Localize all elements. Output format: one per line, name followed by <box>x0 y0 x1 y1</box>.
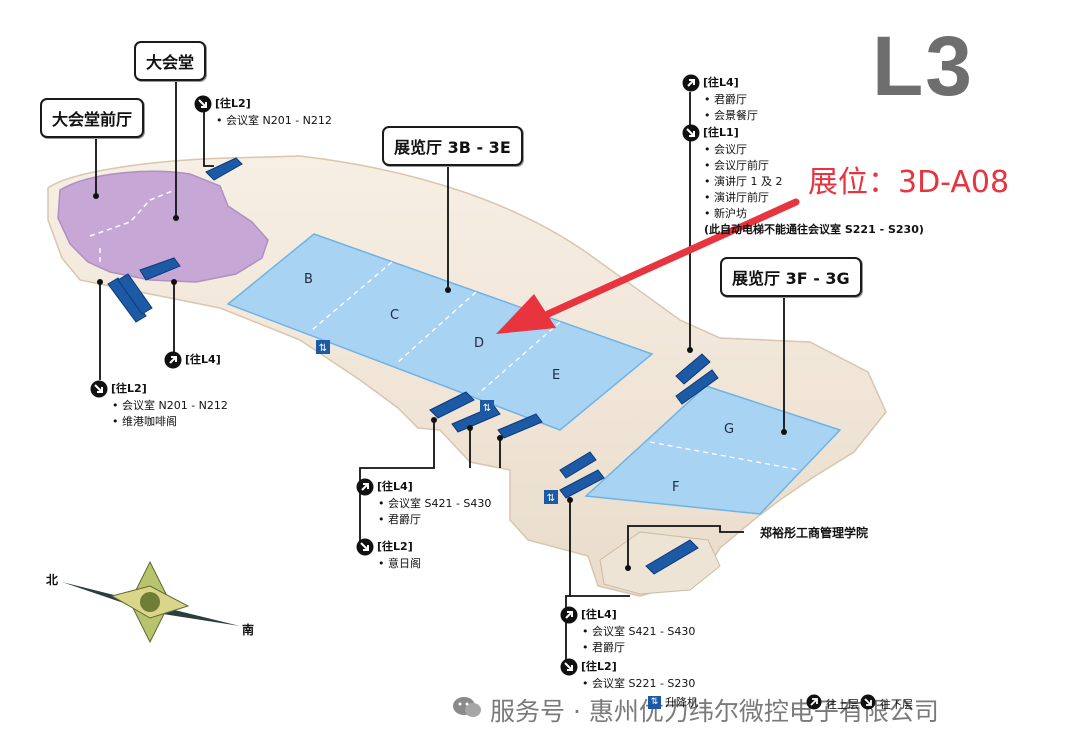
legend-lift: ⇅ 升降机 <box>648 694 698 710</box>
legend-up-label: 往上层 <box>826 697 859 711</box>
info-item: 演讲厅 1 及 2 <box>714 175 783 188</box>
foyer-divider <box>89 189 176 237</box>
info-heading: [往L4] <box>377 480 413 493</box>
info-item: 君爵厅 <box>388 513 421 526</box>
info-item: 会议室 S421 - S430 <box>388 497 492 510</box>
info-note: (此自动电梯不能通往会议室 S221 - S230) <box>704 223 924 236</box>
up-arrow-icon <box>164 351 182 369</box>
info-heading: [往L2] <box>111 382 147 395</box>
info-item: 新沪坊 <box>714 207 747 220</box>
info-item: 君爵厅 <box>714 93 747 106</box>
legend-up: 往上层 <box>806 694 859 713</box>
info-heading: [往L2] <box>215 97 251 110</box>
legend-down: 往下层 <box>860 694 913 713</box>
hall-3b-3e-dividers <box>311 261 561 395</box>
hall-letter-g: G <box>724 422 735 437</box>
info-bottom-l2: [往L2] • 会议室 S221 - S230 <box>560 658 695 692</box>
down-arrow-icon <box>194 95 212 113</box>
booth-arrow-shaft <box>544 198 800 318</box>
grand-hall-label: 大会堂 <box>134 41 207 81</box>
hall-letter-c: C <box>390 308 400 323</box>
info-heading: [往L2] <box>581 660 617 673</box>
info-item: 会议厅前厅 <box>714 159 769 172</box>
hall-letter-e: E <box>552 368 561 383</box>
info-item: 会景餐厅 <box>714 109 758 122</box>
info-right-l4: [往L4] • 君爵厅 • 会景餐厅 <box>682 74 758 124</box>
info-top-left: [往L2] • 会议室 N201 - N212 <box>194 95 332 129</box>
info-bottom-l4: [往L4] • 会议室 S421 - S430 • 君爵厅 <box>560 606 695 656</box>
down-arrow-icon <box>682 124 700 142</box>
info-item: 意日阁 <box>388 557 421 570</box>
leader-lines <box>95 76 785 666</box>
hall-3f-3g-divider <box>649 441 801 471</box>
booth-arrow-head <box>496 294 556 334</box>
wechat-icon <box>452 695 482 725</box>
up-arrow-icon <box>682 74 700 92</box>
compass-south: 南 <box>242 623 255 637</box>
info-left-l4: [往L4] <box>164 351 221 369</box>
hall-3f-3g-zone <box>584 385 842 515</box>
down-arrow-icon <box>860 694 876 713</box>
info-heading: [往L4] <box>185 353 221 366</box>
down-arrow-icon <box>90 380 108 398</box>
booth-label: 展位：3D-A08 <box>808 165 1010 200</box>
svg-text:⇅: ⇅ <box>319 343 327 354</box>
info-item: 演讲厅前厅 <box>714 191 769 204</box>
info-item: 会议室 S221 - S230 <box>592 677 696 690</box>
info-heading: [往L4] <box>703 76 739 89</box>
lift-icon: ⇅ <box>648 695 661 709</box>
compass-rose <box>62 560 240 644</box>
info-item: 会议室 N201 - N212 <box>122 399 228 412</box>
info-item: 君爵厅 <box>592 641 625 654</box>
info-heading: [往L4] <box>581 608 617 621</box>
down-arrow-icon <box>560 658 578 676</box>
grand-hall-foyer-label: 大会堂前厅 <box>40 98 145 138</box>
lift-icons: ⇅ ⇅ ⇅ <box>316 340 558 504</box>
info-heading: [往L2] <box>377 540 413 553</box>
compass-north: 北 <box>46 573 59 587</box>
svg-text:⇅: ⇅ <box>483 403 491 414</box>
info-item: 会议室 S421 - S430 <box>592 625 696 638</box>
info-right-l1: [往L1] • 会议厅 • 会议厅前厅 • 演讲厅 1 及 2 • 演讲厅前厅 … <box>682 124 924 238</box>
hall-letter-f: F <box>672 480 680 495</box>
leader-dots <box>93 193 787 571</box>
floor-label: L3 <box>872 19 975 113</box>
info-center-l2: [往L2] • 意日阁 <box>356 538 421 572</box>
up-arrow-icon <box>806 694 822 713</box>
legend-down-label: 往下层 <box>880 697 913 711</box>
info-bottom-left: [往L2] • 会议室 N201 - N212 • 维港咖啡阁 <box>90 380 228 430</box>
up-arrow-icon <box>560 606 578 624</box>
hall-letter-d: D <box>474 336 485 351</box>
hall-3b-3e-label: 展览厅 3B - 3E <box>382 126 523 166</box>
hall-letter-b: B <box>304 272 313 287</box>
info-item: 会议室 N201 - N212 <box>226 114 332 127</box>
down-arrow-icon <box>356 538 374 556</box>
info-item: 维港咖啡阁 <box>122 415 177 428</box>
escalator-icons <box>107 157 719 575</box>
hall-3f-3g-label: 展览厅 3F - 3G <box>720 257 862 297</box>
svg-text:⇅: ⇅ <box>547 493 555 504</box>
up-arrow-icon <box>356 478 374 496</box>
legend-lift-label: 升降机 <box>665 696 698 709</box>
info-heading: [往L1] <box>703 126 739 139</box>
info-item: 会议厅 <box>714 143 747 156</box>
info-center-l4: [往L4] • 会议室 S421 - S430 • 君爵厅 <box>356 478 491 528</box>
academy-label: 郑裕彤工商管理学院 <box>760 526 869 540</box>
